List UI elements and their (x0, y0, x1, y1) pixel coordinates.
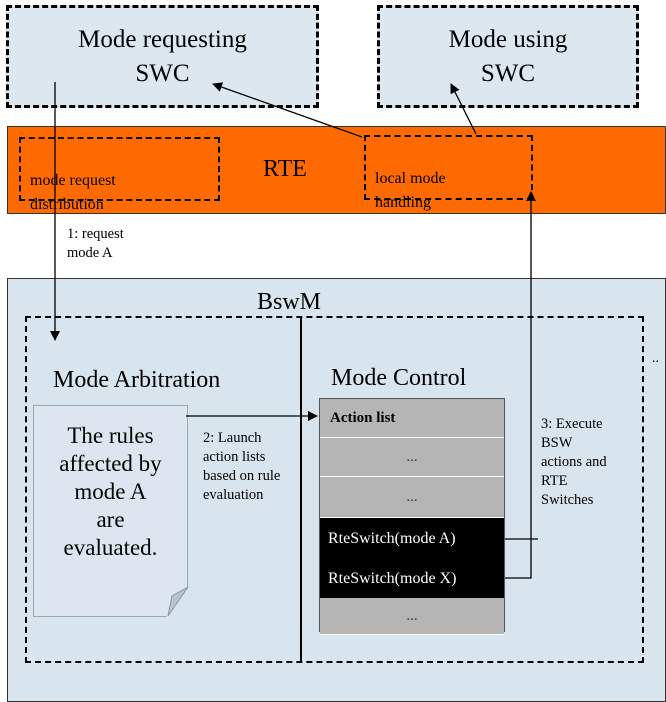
mode-arbitration-title: Mode Arbitration (53, 367, 221, 393)
mode-using-swc-label: Mode using SWC (448, 25, 568, 87)
mode-using-swc-box: Mode using SWC (377, 5, 639, 108)
execute-switch-arrow (505, 191, 536, 579)
mode-requesting-swc-label: Mode requesting SWC (78, 25, 247, 87)
mode-requesting-swc-box: Mode requesting SWC (6, 5, 319, 108)
rte-label: RTE (263, 156, 307, 182)
edge-mark: .. (652, 351, 659, 366)
action-list-row-rteswitch-a: RteSwitch(mode A) (320, 518, 504, 560)
note-fold (167, 586, 189, 617)
action-list-row: ... (320, 598, 504, 635)
local-handling-to-requesting-arrow (212, 82, 363, 138)
local-handling-to-using-arrow (450, 83, 477, 135)
step-1-request-label: 1: request mode A (67, 226, 124, 261)
action-list-row-rteswitch-x: RteSwitch(mode X) (320, 560, 504, 598)
rules-note: The rules affected by mode A are evaluat… (33, 405, 188, 617)
mode-request-distribution-label: mode request distribution (30, 172, 116, 213)
action-list-row: ... (320, 477, 504, 518)
action-list-table: Action list ... ... RteSwitch(mode A) Rt… (319, 398, 505, 635)
action-list-row: ... (320, 438, 504, 477)
local-mode-handling-box: local mode handling (364, 135, 533, 211)
action-list-header: Action list (320, 399, 504, 438)
bswm-dashed-frame (25, 316, 644, 663)
arbitration-control-divider (300, 316, 302, 663)
mode-request-distribution-box: mode request distribution (19, 137, 220, 213)
local-mode-handling-label: local mode handling (375, 170, 446, 211)
step-3-execute-label: 3: Execute BSW actions and RTE Switches (541, 416, 607, 508)
step-2-launch-label: 2: Launch action lists based on rule eva… (203, 430, 281, 503)
mode-control-title: Mode Control (331, 365, 467, 391)
rules-note-text: The rules affected by mode A are evaluat… (59, 423, 162, 560)
bswm-label: BswM (257, 289, 322, 315)
